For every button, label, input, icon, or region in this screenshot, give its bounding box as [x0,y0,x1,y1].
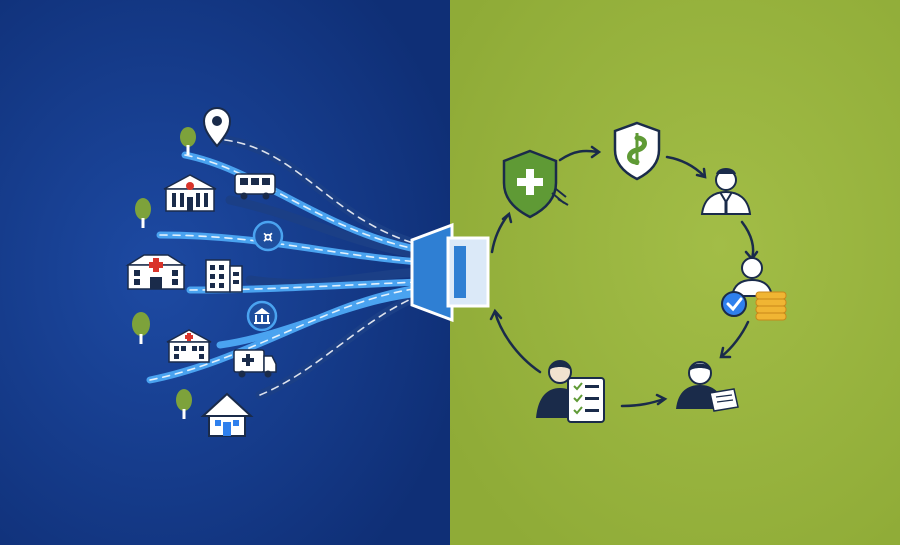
doctor-icon [700,168,752,215]
patient-document-icon [676,361,739,412]
hospital-icon [163,174,217,212]
arrow-icon [740,220,755,260]
clinic-icon [166,329,212,363]
arrow-icon [655,393,668,406]
bus-icon [234,173,276,200]
clinic-icon [125,254,187,290]
arrow-icon [493,310,542,374]
office-building-icon [205,259,243,293]
currency-icon: ¤ [252,220,284,252]
route-path [224,139,421,246]
house-icon [200,392,254,437]
right-panel-background [450,0,900,545]
route-path [245,267,425,288]
route-path [259,294,421,396]
tree-icon [135,198,151,228]
arrow-icon [719,346,732,359]
arrow-icon [665,155,706,178]
route-path [225,195,425,260]
arrow-icon [695,167,707,179]
arrow-icon [720,320,750,358]
health-shield-icon [502,149,569,219]
arrow-icon [489,308,503,321]
arrow-icon [620,397,666,408]
tree-icon [132,312,150,344]
arrow-icon [590,145,602,159]
location-pin-icon [202,107,232,148]
arrow-icon [558,149,600,162]
ambulance-icon [233,349,277,378]
funnel-icon [410,222,490,323]
route-path [149,287,421,381]
arrow-icon [501,211,513,224]
caduceus-shield-icon [613,121,661,181]
person-checklist-icon [536,360,605,423]
person-coins-icon [721,257,787,321]
converging-routes [146,135,425,400]
cycle-arrows [489,145,759,408]
bank-icon [246,300,278,332]
tree-icon [176,389,192,419]
route-path [159,234,421,263]
svg-text:¤: ¤ [263,227,273,246]
route-path [184,154,421,251]
tree-icon [180,127,196,155]
